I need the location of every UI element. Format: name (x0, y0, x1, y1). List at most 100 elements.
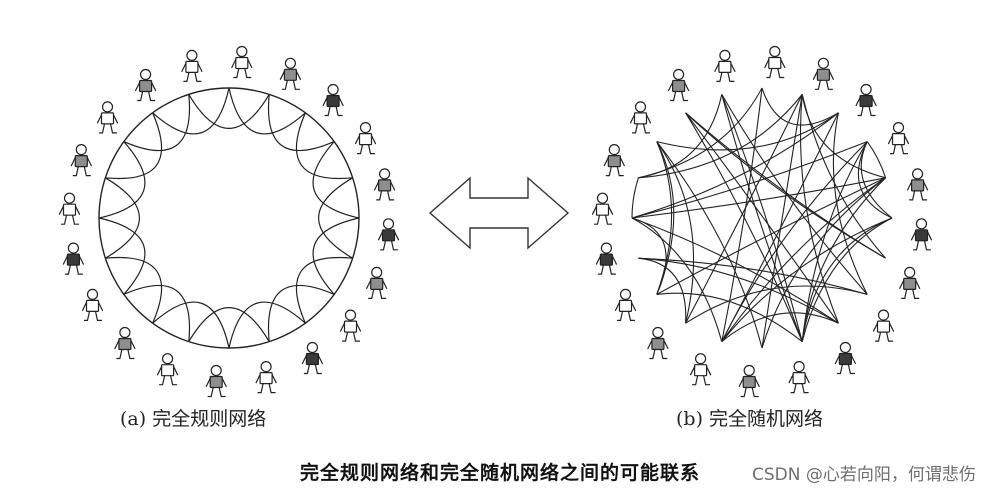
person-icon (738, 364, 760, 398)
person-icon (899, 266, 921, 299)
edge (318, 177, 353, 259)
person-icon (614, 288, 637, 321)
edge (721, 94, 803, 342)
edge (295, 112, 353, 180)
person-icon (301, 341, 323, 375)
caption-random-network: (b) 完全随机网络 (676, 408, 824, 430)
person-icon (374, 168, 396, 201)
person-icon (872, 309, 895, 342)
edge (105, 256, 163, 324)
edge (721, 94, 868, 295)
edge (801, 177, 886, 342)
edge (267, 284, 335, 342)
edge (228, 301, 306, 349)
person-icon (714, 49, 736, 83)
person-icon (603, 144, 625, 177)
person-icon (906, 168, 929, 201)
edge (721, 94, 803, 342)
edge (685, 285, 868, 324)
edge (228, 87, 306, 135)
regular-network-a (98, 87, 360, 349)
person-icon (58, 192, 81, 225)
edge (188, 307, 270, 342)
edge (656, 141, 675, 295)
edge (98, 217, 146, 295)
person-icon (834, 341, 857, 375)
person-icon (157, 353, 179, 386)
edge (656, 141, 673, 295)
person-icon (689, 353, 712, 386)
edge (721, 112, 839, 342)
person-icon (279, 57, 301, 90)
edge (631, 177, 886, 219)
edge (761, 177, 886, 349)
edge (105, 112, 163, 180)
edge (656, 141, 763, 349)
figure-title: 完全规则网络和完全随机网络之间的可能联系 (300, 462, 701, 484)
edge (123, 94, 191, 152)
edge (761, 87, 839, 126)
edge (631, 112, 839, 219)
person-icon (595, 242, 618, 275)
edge (801, 217, 893, 342)
edge (631, 217, 723, 342)
person-icon (812, 57, 835, 90)
person-icon (181, 49, 203, 83)
edge (152, 301, 230, 349)
person-icon (255, 361, 277, 394)
person-icon (910, 218, 933, 251)
edge (123, 284, 191, 342)
edge (656, 177, 886, 295)
edge (638, 257, 687, 324)
people-group (58, 45, 933, 398)
edge (721, 87, 763, 342)
edge (721, 177, 886, 342)
person-icon (764, 45, 786, 79)
edge (685, 112, 886, 259)
watermark: CSDN @心若向阳，何谓悲伤 (752, 465, 976, 485)
person-icon (62, 242, 85, 275)
person-icon (591, 192, 614, 225)
edge (638, 257, 839, 324)
edge (638, 94, 723, 179)
person-icon (96, 101, 119, 134)
person-icon (81, 288, 104, 321)
person-icon (887, 122, 910, 155)
person-icon (377, 218, 400, 251)
random-network-b (631, 87, 893, 349)
edge (105, 177, 140, 259)
person-icon (231, 45, 253, 79)
edge (721, 312, 839, 343)
edge (312, 141, 360, 219)
edge (188, 94, 270, 129)
edge (866, 141, 887, 178)
double-arrow-icon (428, 176, 570, 250)
edge (267, 94, 335, 152)
edge (685, 94, 803, 324)
edge (295, 256, 353, 324)
person-icon (366, 266, 388, 299)
person-icon (135, 68, 157, 102)
person-icon (354, 122, 377, 155)
person-icon (339, 309, 362, 342)
person-icon (647, 326, 669, 360)
person-icon (629, 101, 652, 134)
outer-ring (98, 87, 360, 349)
edge (656, 292, 803, 343)
edge (638, 94, 803, 179)
edge (631, 141, 868, 219)
person-icon (70, 144, 92, 177)
edge (312, 217, 360, 295)
person-icon (322, 83, 344, 117)
edge (98, 141, 146, 219)
person-icon (205, 364, 227, 398)
person-icon (114, 326, 136, 360)
edge (656, 141, 695, 324)
edge (631, 177, 639, 219)
person-icon (667, 68, 690, 102)
edge (638, 257, 868, 295)
edge (801, 217, 893, 342)
caption-regular-network: (a) 完全规则网络 (120, 408, 267, 430)
person-icon (855, 83, 877, 117)
